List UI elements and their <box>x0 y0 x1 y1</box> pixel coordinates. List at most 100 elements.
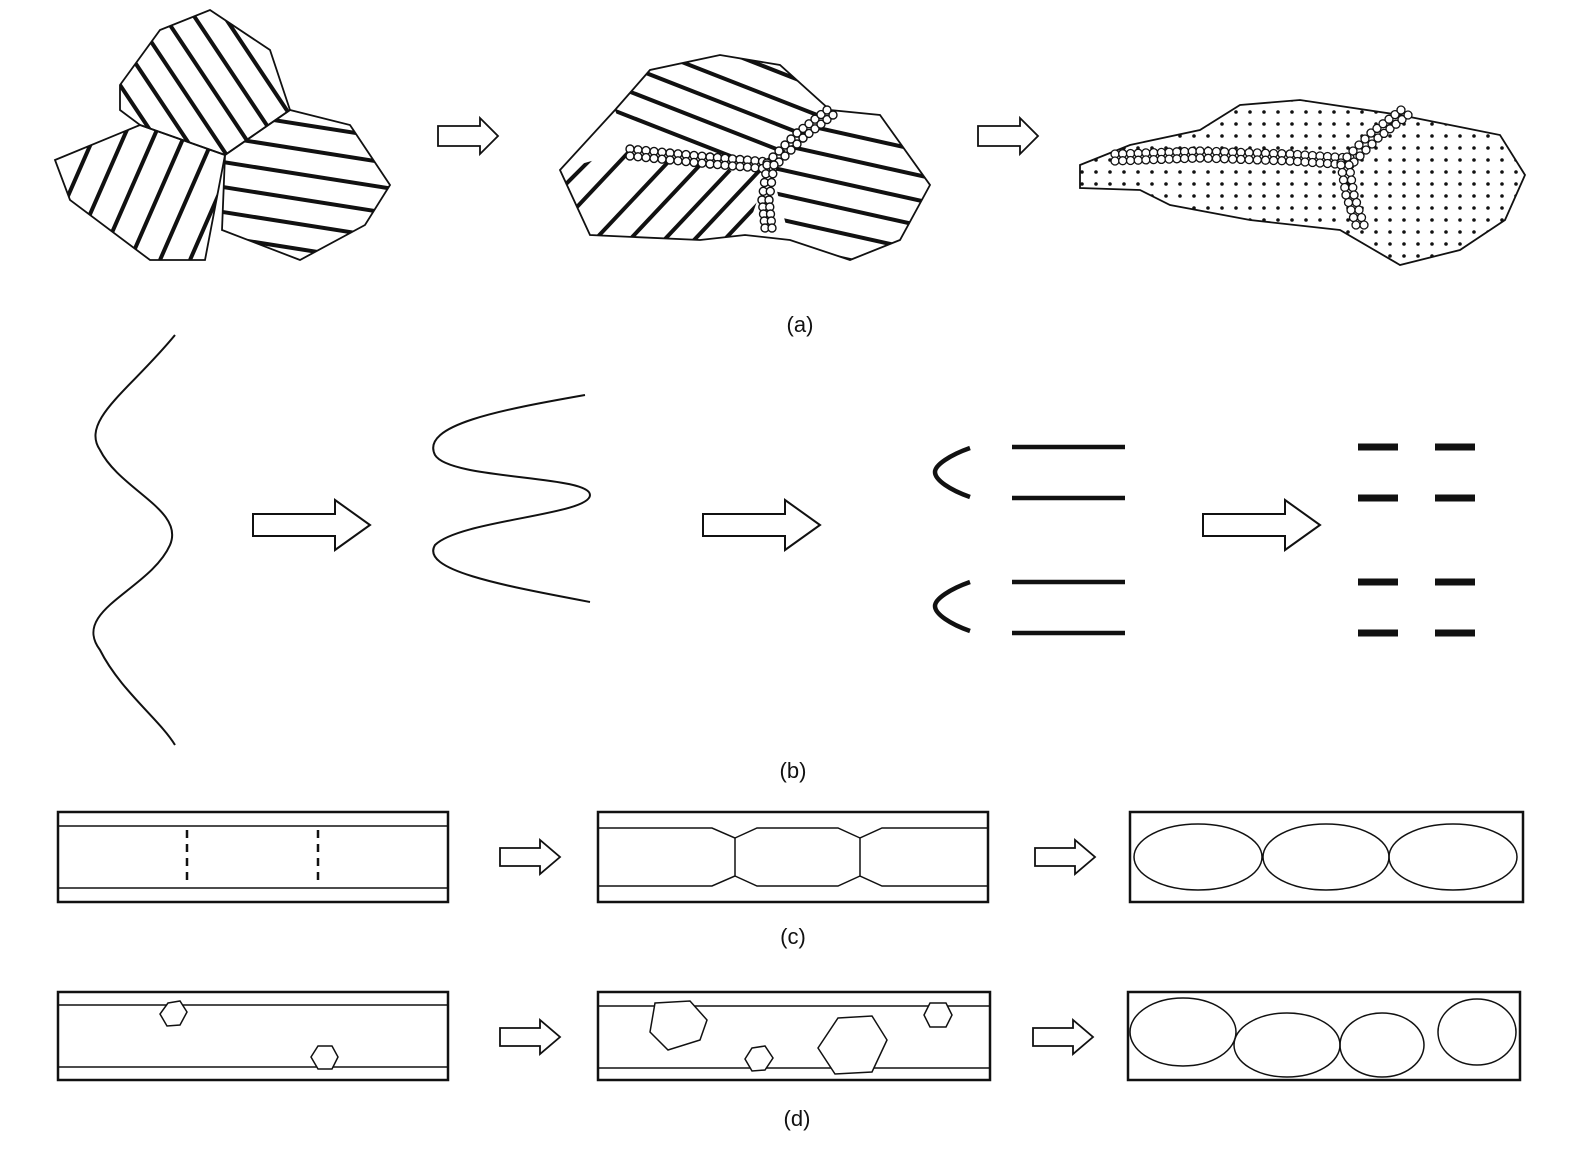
nucleus-grain <box>750 163 760 173</box>
nucleus-grain <box>681 156 691 167</box>
nucleus-grain <box>1396 105 1406 115</box>
nucleus-grain <box>1187 153 1197 163</box>
nucleus-grain <box>798 133 808 143</box>
nucleus-grain <box>1236 154 1246 165</box>
nucleus-grain <box>1195 153 1205 163</box>
nucleus-grain <box>1355 151 1365 161</box>
nucleus-grain <box>1390 109 1400 120</box>
nucleus-grain <box>1372 123 1382 134</box>
pinched-boundary <box>432 394 592 603</box>
nucleus-grain <box>822 105 832 115</box>
nucleus-grain <box>786 134 796 144</box>
panel-a: (a) <box>53 8 1527 337</box>
nucleus-grain <box>1345 167 1355 178</box>
nucleus-grain <box>742 162 753 172</box>
nucleus-grain <box>1285 156 1295 166</box>
nucleus-grain <box>810 124 820 134</box>
arrow-a2 <box>977 115 1040 157</box>
nucleus-grain <box>673 156 683 166</box>
nucleus-grain <box>1211 153 1222 164</box>
arrow-b1 <box>252 498 372 552</box>
arrow-b3 <box>1202 498 1322 552</box>
nucleus-grain <box>1385 124 1395 134</box>
nucleus-grain <box>689 157 699 168</box>
nucleus-grain <box>810 114 820 124</box>
nucleus-grain <box>1110 156 1120 166</box>
nucleus-grain <box>816 109 826 120</box>
strip-d3 <box>1126 990 1522 1082</box>
nucleus-grain <box>769 160 779 170</box>
nucleus-grain <box>1219 154 1230 164</box>
nucleus-grain <box>1360 134 1370 144</box>
panel-c: (c) <box>56 810 1525 949</box>
nucleus-grain <box>1361 145 1371 155</box>
nucleus-grain <box>1228 154 1238 164</box>
strip-d2 <box>596 990 992 1082</box>
nucleus-grain <box>1346 205 1356 215</box>
nucleus-grain <box>712 159 723 170</box>
nucleus-grain <box>767 223 777 233</box>
nucleus-grain <box>1373 133 1383 143</box>
arrow-c1 <box>499 838 562 876</box>
fragmented-segments <box>1358 443 1475 637</box>
nucleus-grain <box>1351 220 1361 230</box>
arrow-d1 <box>499 1018 562 1056</box>
nucleus-grain <box>1277 156 1287 166</box>
nucleus-grain <box>1141 155 1151 165</box>
nucleus-grain <box>822 114 832 125</box>
nucleus-grain <box>1379 128 1389 139</box>
nucleus-grain <box>816 119 826 129</box>
nucleus-grain <box>1338 175 1349 185</box>
nucleus-grain <box>1397 114 1407 125</box>
nucleus-grain <box>641 152 651 163</box>
nucleus-grain <box>1300 157 1310 167</box>
panel-d: (d) <box>56 990 1522 1131</box>
nucleus-grain <box>735 161 745 172</box>
nucleus-grain <box>1203 153 1213 163</box>
nucleus-grain <box>1315 158 1325 168</box>
strip-c1 <box>56 810 450 904</box>
nucleus-grain <box>697 158 707 168</box>
nucleus-grain <box>1148 154 1159 165</box>
arrow-c2 <box>1034 838 1097 876</box>
nucleus-grain <box>1354 205 1364 215</box>
strip-c2 <box>596 810 990 904</box>
nucleus-grain <box>1260 155 1271 165</box>
boundary-nuclei <box>625 105 838 233</box>
nucleus-grain <box>1384 114 1394 124</box>
nucleus-grain <box>633 152 643 162</box>
nucleus-grain <box>774 146 784 156</box>
nucleus-grain <box>625 151 635 161</box>
wavy-boundary <box>92 334 176 746</box>
label-a: (a) <box>787 312 814 337</box>
arrow-b2 <box>702 498 822 552</box>
nucleus-grain <box>1391 119 1401 129</box>
nucleus-grain <box>1252 155 1262 165</box>
nucleus-grain <box>786 145 796 155</box>
nucleus-grain <box>792 128 802 138</box>
nucleus-grain <box>1346 175 1357 185</box>
grain-cluster-nucleating <box>558 54 932 261</box>
nucleus-grain <box>1336 160 1346 170</box>
nucleus-grain <box>1164 154 1174 164</box>
nucleus-grain <box>649 153 659 164</box>
nucleus-grain <box>1344 160 1354 170</box>
nucleus-grain <box>1172 154 1182 164</box>
nucleus-grain <box>780 140 790 150</box>
nucleus-grain <box>1343 197 1354 208</box>
nucleus-grain <box>768 169 778 179</box>
recrystallized-nuclei <box>1110 105 1413 230</box>
nucleus-grain <box>705 159 715 169</box>
nucleus-grain <box>798 123 808 134</box>
nucleus-grain <box>1322 158 1333 169</box>
nucleus-grain <box>1179 153 1190 164</box>
nucleus-grain <box>1359 220 1369 230</box>
nucleus-grain <box>657 154 667 164</box>
nucleus-grain <box>1348 182 1358 193</box>
strip-c3 <box>1128 810 1525 904</box>
label-c: (c) <box>780 924 806 949</box>
nucleus-grain <box>828 110 838 120</box>
nucleus-grain <box>1307 157 1318 168</box>
nucleus-grain <box>1340 182 1350 193</box>
